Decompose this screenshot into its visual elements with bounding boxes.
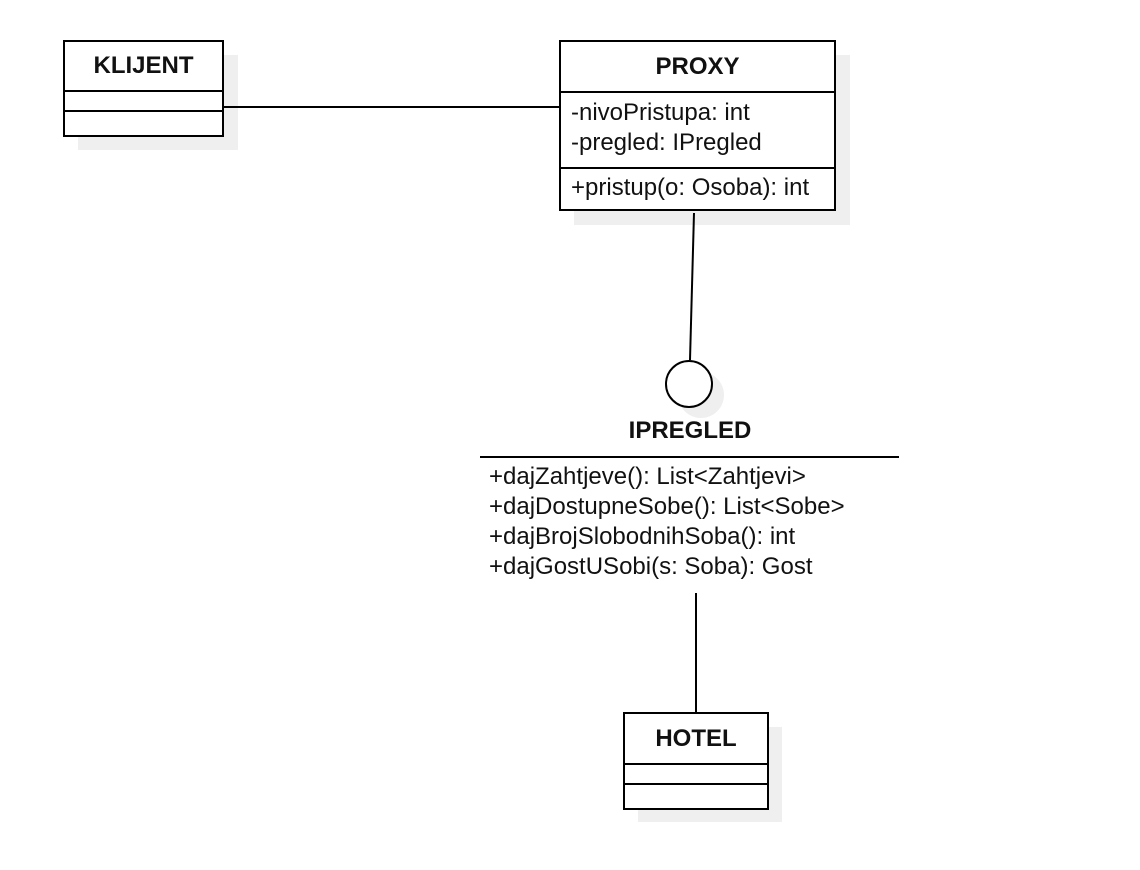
class-hotel-operations (625, 785, 767, 808)
ipregled-operation: +dajZahtjeve(): List<Zahtjevi> (489, 463, 806, 490)
ipregled-operation: +dajBrojSlobodnihSoba(): int (489, 523, 796, 550)
class-klijent[interactable]: KLIJENT (63, 40, 224, 137)
class-hotel-name: HOTEL (625, 714, 767, 765)
ipregled-lollipop-icon (665, 360, 713, 408)
class-hotel-attributes (625, 765, 767, 785)
interface-ipregled-operations: +dajZahtjeve(): List<Zahtjevi> +dajDostu… (489, 462, 845, 582)
proxy-attribute: -nivoPristupa: int (571, 99, 750, 126)
class-hotel[interactable]: HOTEL (623, 712, 769, 810)
class-proxy-operations: +pristup(o: Osoba): int (561, 169, 834, 209)
class-proxy-attributes: -nivoPristupa: int -pregled: IPregled (561, 93, 834, 169)
proxy-attribute: -pregled: IPregled (571, 129, 762, 156)
ipregled-operation: +dajDostupneSobe(): List<Sobe> (489, 493, 845, 520)
proxy-operation: +pristup(o: Osoba): int (571, 174, 810, 201)
proxy-ipregled-association (689, 212, 695, 361)
class-klijent-name: KLIJENT (65, 42, 222, 92)
class-proxy-name: PROXY (561, 42, 834, 93)
class-klijent-operations (65, 112, 222, 135)
class-proxy[interactable]: PROXY -nivoPristupa: int -pregled: IPreg… (559, 40, 836, 211)
ipregled-operation: +dajGostUSobi(s: Soba): Gost (489, 553, 813, 580)
class-klijent-attributes (65, 92, 222, 112)
interface-ipregled-name: IPREGLED (628, 417, 752, 444)
